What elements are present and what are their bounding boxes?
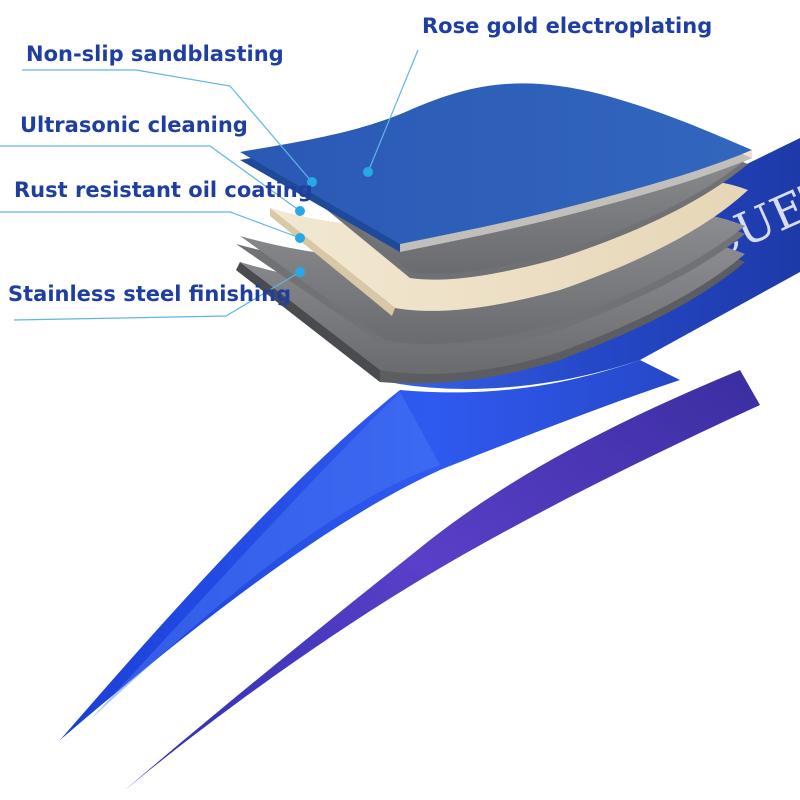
- tweezer-tip-highlight: [90, 392, 440, 720]
- label-rose-gold-electroplating: Rose gold electroplating: [422, 14, 713, 38]
- leader-ultrasonic: [0, 145, 301, 212]
- leader-non-slip: [22, 69, 313, 183]
- dot-stainless: [295, 267, 305, 277]
- label-ultrasonic-cleaning: Ultrasonic cleaning: [20, 113, 248, 137]
- layer-rose-gold-plating: [240, 83, 752, 244]
- dot-ultrasonic: [295, 206, 305, 216]
- label-non-slip-sandblasting: Non-slip sandblasting: [26, 42, 284, 66]
- tweezer-tip-upper: [60, 360, 680, 740]
- leader-rust: [0, 211, 301, 239]
- dot-rust: [295, 233, 305, 243]
- dot-rose-gold: [363, 167, 373, 177]
- leader-lines: [0, 49, 419, 321]
- tweezer-tip-lower: [125, 370, 760, 790]
- marker-dots: [295, 167, 373, 277]
- label-rust-resistant-oil-coating: Rust resistant oil coating: [14, 178, 313, 202]
- leader-rose-gold: [367, 49, 419, 173]
- leader-stainless: [13, 271, 301, 321]
- dot-non-slip: [307, 177, 317, 187]
- label-stainless-steel-finishing: Stainless steel finishing: [8, 282, 292, 306]
